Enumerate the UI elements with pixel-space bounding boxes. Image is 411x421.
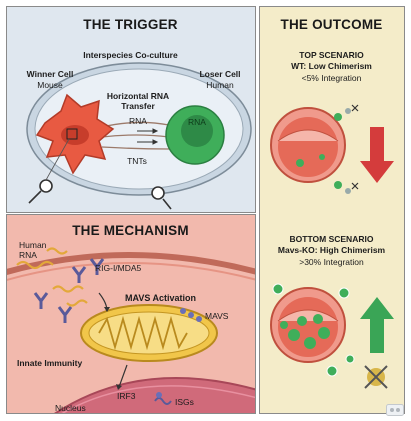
human-rna-label-2: RNA: [19, 250, 37, 260]
cell-membrane: [7, 252, 255, 276]
nucleus-label: Nucleus: [55, 403, 86, 413]
rna-label: RNA: [129, 116, 147, 126]
transfer-label-1: Horizontal RNA: [106, 91, 170, 101]
nucleus-icon: [54, 377, 255, 413]
receptor-icon: [33, 258, 105, 323]
rna-strand-icon: [16, 247, 88, 307]
irf3-label: IRF3: [117, 391, 136, 401]
crossed-cell-icon: [364, 365, 388, 389]
mavs-activation-label: MAVS Activation: [125, 293, 197, 303]
mechanism-illustration: [7, 247, 255, 413]
bottom-scenario-heading: BOTTOM SCENARIO: [289, 234, 374, 244]
loser-cell-label: Loser Cell: [199, 69, 241, 79]
mechanism-title: THE MECHANISM: [72, 223, 189, 238]
loser-species: Human: [206, 80, 234, 90]
top-scenario-integration: <5% Integration: [301, 73, 362, 83]
irf3-arrow: [118, 364, 128, 388]
zoom-line: [45, 138, 70, 181]
winner-cell-label: Winner Cell: [26, 69, 74, 79]
trigger-title: THE TRIGGER: [83, 17, 178, 32]
innate-immunity-label: Innate Immunity: [17, 358, 83, 368]
isgs-label: ISGs: [175, 397, 194, 407]
isgs-icon: [154, 392, 172, 405]
integrating-cells: [272, 283, 355, 377]
trigger-illustration: [26, 62, 252, 210]
mechanism-panel: THE MECHANISM: [6, 214, 256, 414]
transfer-arrows: [137, 128, 159, 145]
down-arrow-icon: [360, 127, 394, 183]
embryo-wt: [270, 107, 346, 183]
human-rna-label-1: Human: [19, 240, 47, 250]
outcome-illustration: [270, 104, 394, 389]
embryo-mavs-ko: [270, 287, 346, 363]
mavs-label: MAVS: [205, 311, 229, 321]
coculture-label: Interspecies Co-culture: [83, 50, 178, 60]
bottom-scenario-integration: >30% Integration: [299, 257, 364, 267]
mavs-proteins: [180, 308, 202, 322]
top-scenario-condition: WT: Low Chimerism: [291, 61, 372, 71]
outcome-panel: THE OUTCOME TOP SCENARIO WT: Low Chimeri…: [259, 6, 405, 414]
bottom-scenario-condition: Mavs-KO: High Chimerism: [277, 245, 386, 255]
trigger-panel: THE TRIGGER Inter: [6, 6, 256, 213]
magnifier-icon: [28, 179, 53, 204]
up-arrow-icon: [360, 297, 394, 353]
rna-in-cell-label: RNA: [188, 117, 206, 127]
zoom-box: [66, 128, 78, 140]
transfer-label-2: Transfer: [121, 101, 155, 111]
winner-nucleus: [61, 125, 89, 145]
mitochondrion-icon: [80, 304, 218, 362]
watermark-icon: [386, 404, 404, 416]
loser-nucleus: [181, 115, 213, 147]
tnts-label: TNTs: [127, 156, 147, 166]
outcome-title: THE OUTCOME: [280, 17, 383, 32]
winner-species: Mouse: [37, 80, 63, 90]
magnifier-icon: [151, 186, 172, 210]
top-scenario-heading: TOP SCENARIO: [299, 50, 364, 60]
receptor-label: RIG-I/MDA5: [95, 263, 142, 273]
crossed-cell-icon: [334, 104, 359, 194]
